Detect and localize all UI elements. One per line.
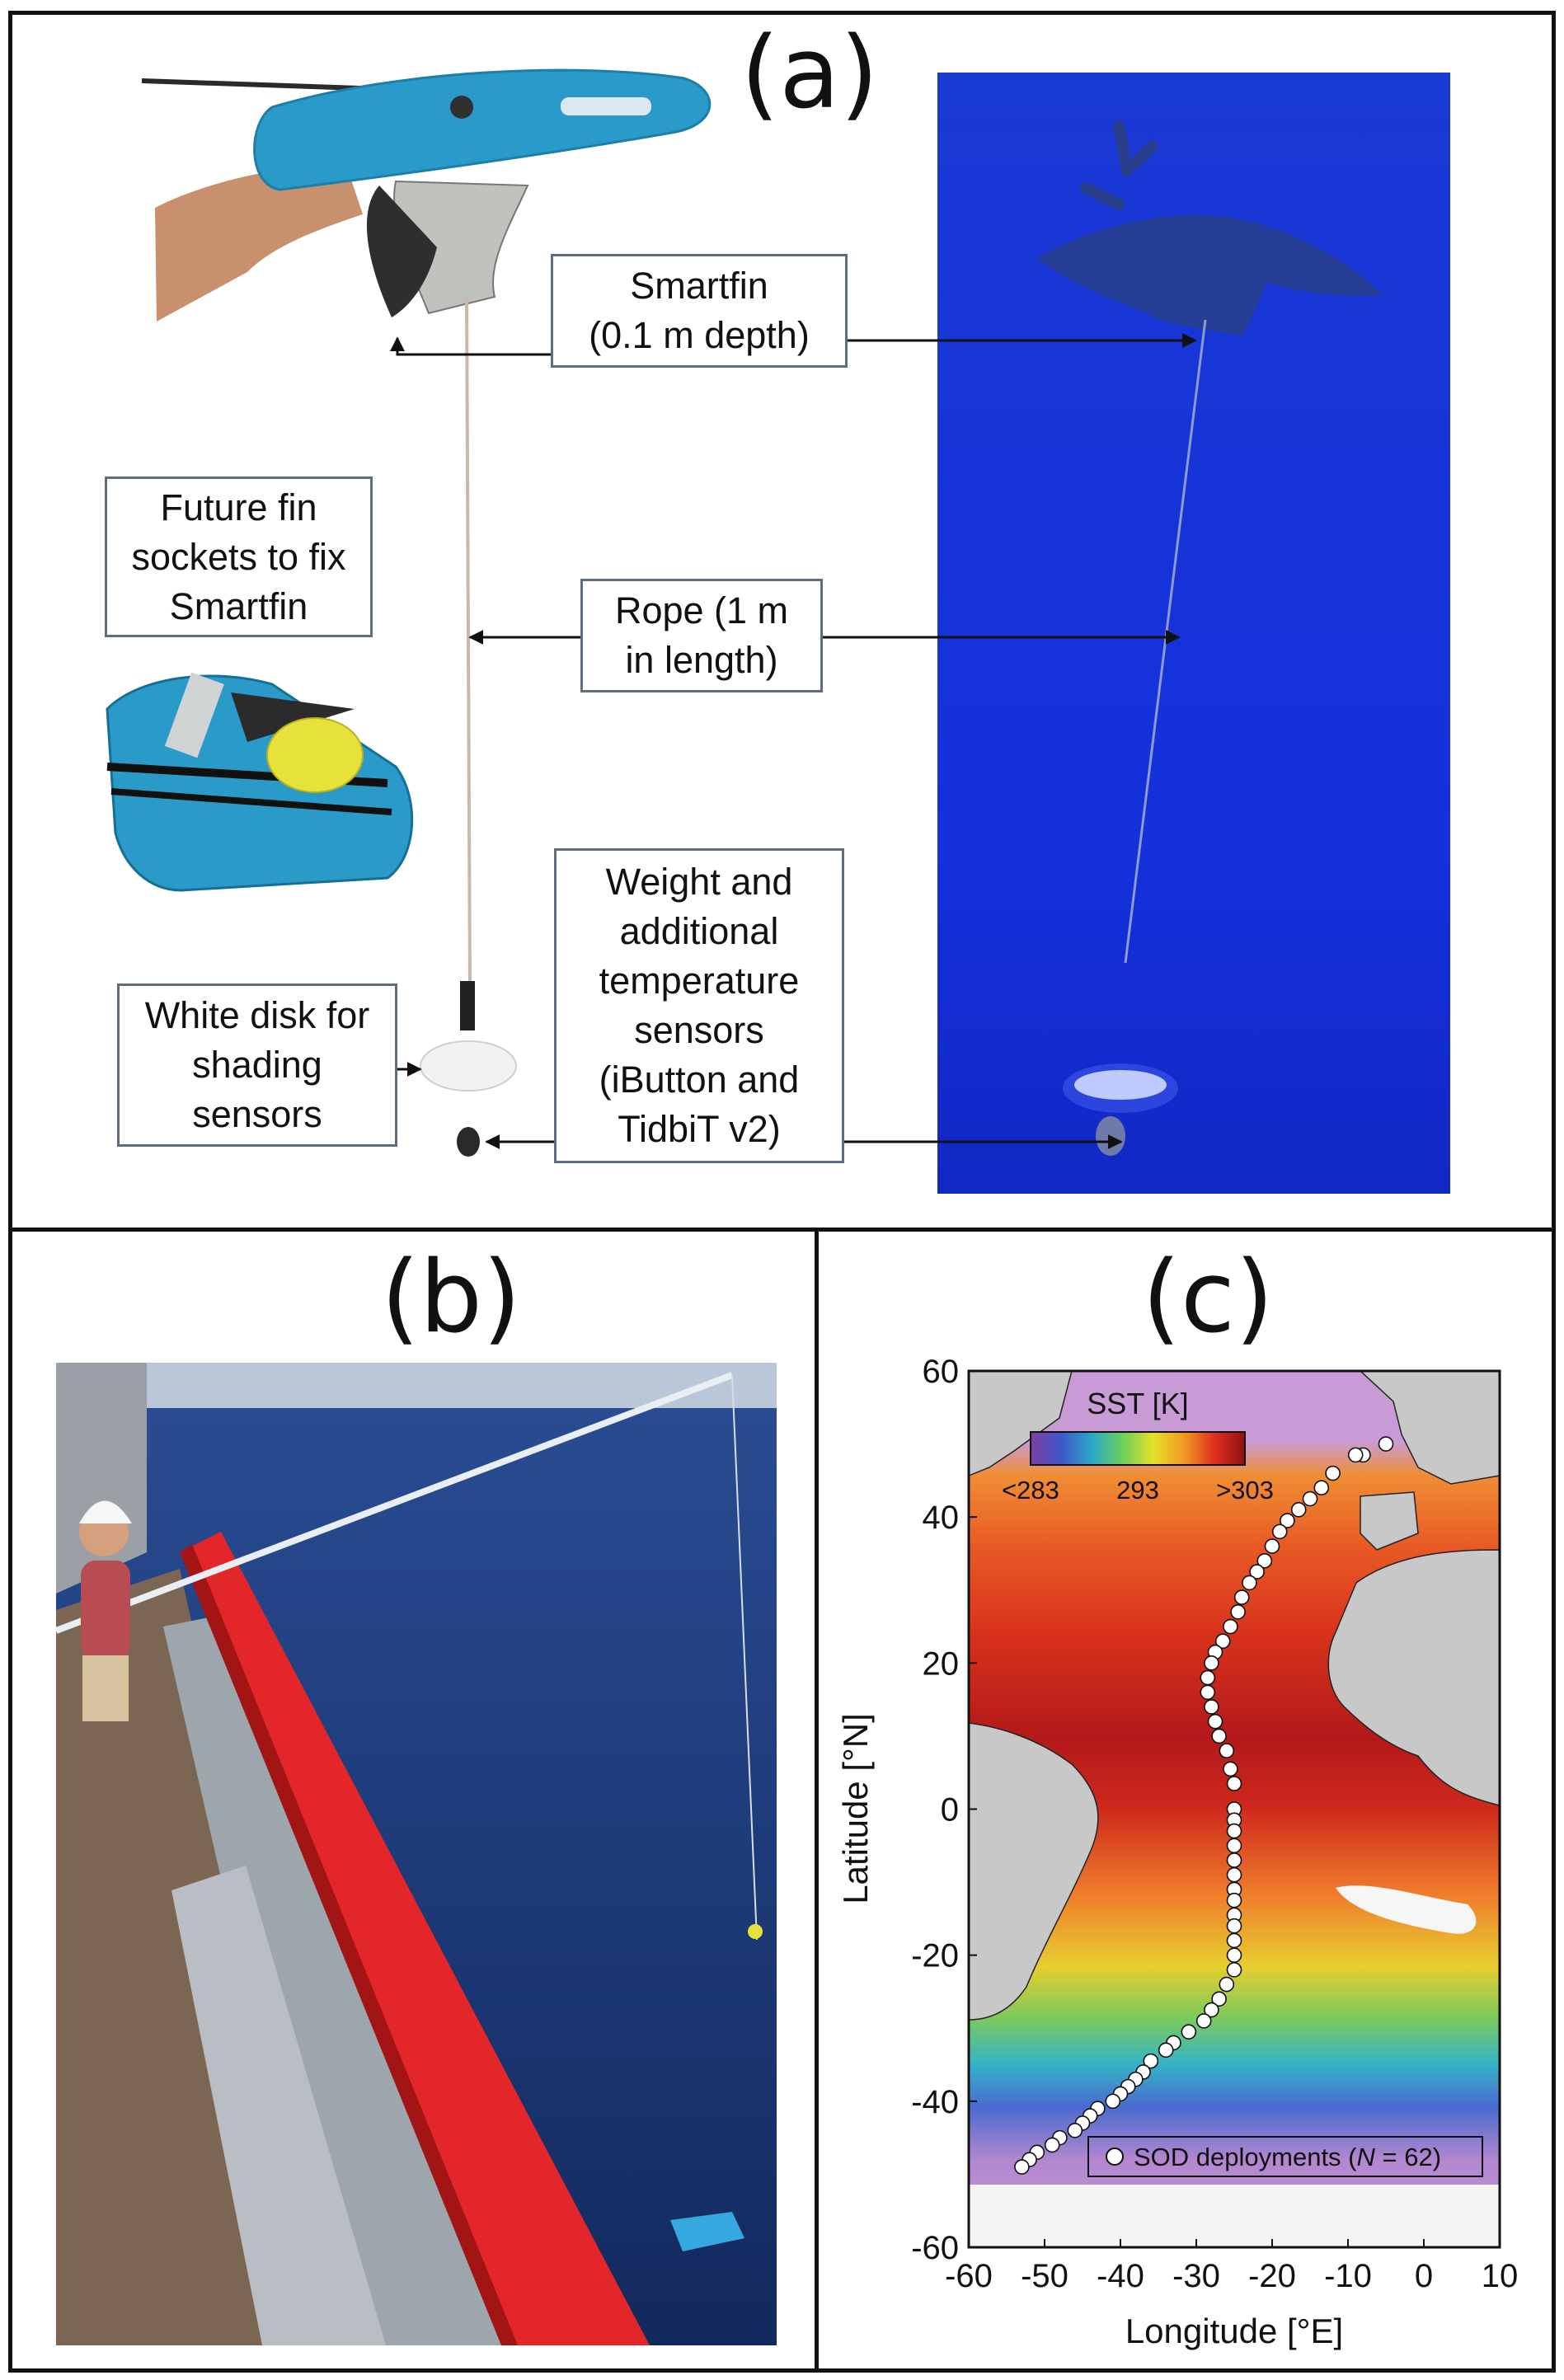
deployment-point — [1226, 1932, 1242, 1949]
deployment-points — [1014, 1436, 1394, 2175]
y-tick-label: 60 — [923, 1354, 960, 1390]
colorbar-tick-high: >303 — [1216, 1476, 1274, 1505]
deployment-point — [1143, 2053, 1159, 2069]
y-tick-label: 0 — [941, 1792, 959, 1828]
deployment-point — [1219, 1743, 1235, 1758]
deployment-point — [1044, 2137, 1060, 2153]
deployment-point — [1302, 1490, 1318, 1507]
y-axis-ticks: -60 -40 -20 0 20 40 60 — [911, 1354, 977, 2266]
deployment-point — [1249, 1564, 1265, 1580]
deployment-point — [1226, 1852, 1242, 1868]
deployment-point — [1226, 1823, 1242, 1839]
deployment-point — [1014, 2159, 1030, 2175]
map-plot-area — [969, 1371, 1500, 2247]
x-axis-title: Longitude [°E] — [1125, 2312, 1343, 2350]
map-legend: SOD deployments (N = 62) — [1087, 2136, 1483, 2177]
y-tick-label: 20 — [923, 1645, 960, 1682]
x-tick-label: -60 — [945, 2258, 993, 2294]
y-axis-title: Latitude [°N] — [836, 1713, 875, 1904]
deployment-point — [1214, 1633, 1231, 1650]
deployment-point — [1313, 1480, 1330, 1496]
deployment-point — [1226, 1776, 1242, 1791]
colorbar-title: SST [K] — [1087, 1387, 1188, 1420]
deployment-point — [1290, 1502, 1307, 1518]
deployment-point — [1211, 1728, 1227, 1744]
y-tick-label: -20 — [911, 1938, 959, 1974]
deployment-point — [1264, 1538, 1280, 1554]
deployment-point — [1233, 1589, 1250, 1605]
underwater-photo — [937, 73, 1450, 1194]
x-tick-label: -20 — [1248, 2258, 1296, 2294]
deployment-point — [1200, 1669, 1216, 1686]
ship-deployment-photo — [56, 1363, 777, 2345]
deployment-point — [1226, 1838, 1242, 1854]
deployment-point — [1211, 1991, 1227, 2007]
rope-callout: Rope (1 m in length) — [580, 579, 823, 692]
deployment-point — [1280, 1513, 1295, 1528]
fin-sockets-callout: Future fin sockets to fix Smartfin — [105, 476, 373, 637]
x-tick-label: -40 — [1097, 2258, 1144, 2294]
deployment-point — [1325, 1465, 1341, 1481]
deployment-point — [1378, 1436, 1394, 1452]
x-tick-label: 10 — [1482, 2258, 1519, 2294]
sst-colorbar: SST [K] <283 293 >303 — [1002, 1387, 1274, 1505]
deployment-point — [1223, 1618, 1238, 1635]
x-tick-label: -30 — [1172, 2258, 1220, 2294]
deployment-point — [1271, 1523, 1288, 1540]
panel-a-label: (a) — [740, 16, 879, 131]
deployment-point — [1223, 1761, 1238, 1777]
weight-sensors-callout: Weight and additional temperature sensor… — [554, 848, 844, 1163]
deployment-point — [1226, 1947, 1242, 1963]
panel-b-label: (b) — [381, 1241, 521, 1355]
deployment-point — [1200, 1684, 1216, 1701]
deployment-point — [1105, 2093, 1121, 2110]
x-axis-ticks: -60 -50 -40 -30 -20 -10 0 10 — [945, 2239, 1518, 2294]
deployment-point — [1230, 1604, 1246, 1620]
deployment-point — [1226, 1866, 1242, 1883]
panel-c-label: (c) — [1142, 1241, 1274, 1355]
deployment-point — [1067, 2122, 1083, 2138]
deployment-point — [1242, 1575, 1257, 1591]
deployment-point — [1207, 1713, 1223, 1730]
x-tick-label: 0 — [1415, 2258, 1433, 2294]
smartfin-callout: Smartfin (0.1 m depth) — [551, 254, 848, 368]
deployment-point — [1195, 2013, 1212, 2029]
legend-label: SOD deployments (N = 62) — [1134, 2143, 1441, 2171]
white-disk-callout: White disk for shading sensors — [117, 983, 397, 1147]
deployment-point — [1219, 1976, 1235, 1993]
deployment-point — [1226, 1962, 1242, 1978]
colorbar-tick-low: <283 — [1002, 1476, 1059, 1505]
y-tick-label: -40 — [911, 2084, 959, 2120]
deployment-point — [1158, 2042, 1174, 2058]
y-tick-label: 40 — [923, 1500, 960, 1536]
y-tick-label: -60 — [911, 2230, 959, 2266]
deployment-point — [1204, 1699, 1219, 1715]
deployment-point — [1204, 1655, 1219, 1671]
deployment-point — [1347, 1447, 1364, 1463]
colorbar-tick-mid: 293 — [1116, 1476, 1159, 1505]
x-tick-label: -10 — [1324, 2258, 1372, 2294]
deployment-point — [1204, 2002, 1219, 2018]
x-tick-label: -50 — [1021, 2258, 1068, 2294]
deployment-point — [1226, 1892, 1242, 1908]
deployment-point — [1226, 1918, 1242, 1934]
deployment-point — [1256, 1553, 1273, 1569]
deployment-point — [1181, 2024, 1197, 2040]
